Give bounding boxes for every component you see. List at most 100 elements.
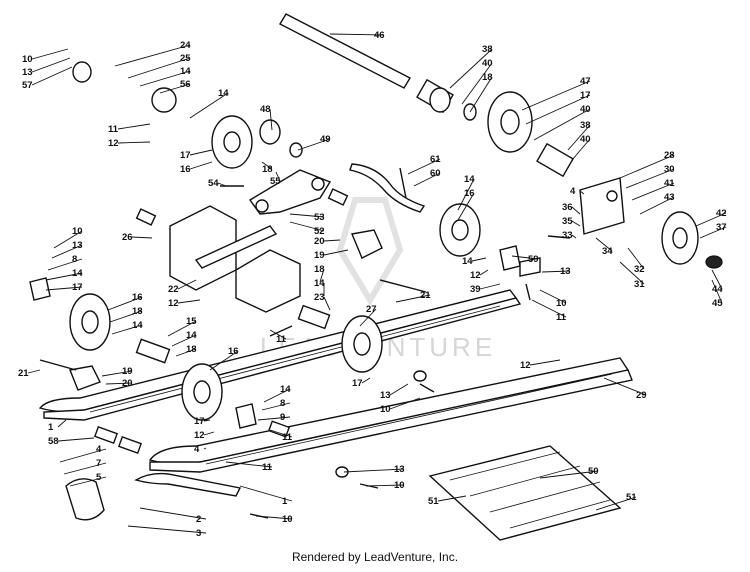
leader-line bbox=[595, 237, 613, 252]
leader-line bbox=[323, 249, 349, 256]
leader-line bbox=[111, 324, 143, 335]
part-callout-c-23: 23 bbox=[314, 292, 325, 303]
part-callout-c-20a: 20 bbox=[314, 236, 325, 247]
part-callout-c-14f: 14 bbox=[132, 320, 143, 331]
leader-line bbox=[263, 388, 291, 403]
part-callout-c-11a: 11 bbox=[108, 124, 119, 135]
part-callout-c-58: 58 bbox=[48, 436, 59, 447]
leader-line bbox=[627, 247, 645, 270]
leader-line bbox=[711, 269, 723, 290]
leader-line bbox=[189, 149, 213, 156]
part-callout-c-22: 22 bbox=[168, 284, 179, 295]
leader-line bbox=[101, 370, 133, 377]
leader-line bbox=[471, 257, 487, 262]
leader-line bbox=[189, 161, 213, 170]
part-callout-c-18e: 18 bbox=[186, 344, 197, 355]
leader-line bbox=[127, 57, 191, 79]
leader-line bbox=[531, 299, 567, 318]
part-callout-c-31: 31 bbox=[634, 279, 645, 290]
leader-line bbox=[539, 289, 567, 304]
part-callout-c-56: 56 bbox=[180, 79, 191, 90]
part-callout-c-14g: 14 bbox=[186, 330, 197, 341]
part-callout-c-40b: 40 bbox=[580, 104, 591, 115]
part-callout-c-18a: 18 bbox=[262, 164, 273, 175]
part-callout-c-18b: 18 bbox=[482, 72, 493, 83]
part-callout-c-14h: 14 bbox=[280, 384, 291, 395]
part-callout-c-10d: 10 bbox=[556, 298, 567, 309]
leader-line bbox=[225, 461, 273, 468]
part-callout-c-5: 5 bbox=[96, 472, 102, 483]
leader-line bbox=[175, 348, 197, 357]
leader-line bbox=[275, 171, 281, 182]
leader-line bbox=[521, 80, 591, 111]
leader-line bbox=[619, 154, 675, 179]
part-callout-c-41: 41 bbox=[664, 178, 675, 189]
part-callout-c-18c: 18 bbox=[314, 264, 325, 275]
leader-line bbox=[389, 383, 409, 396]
leader-line bbox=[595, 496, 637, 511]
leader-line bbox=[469, 76, 493, 113]
part-callout-c-44: 44 bbox=[712, 284, 723, 295]
part-callout-c-14i: 14 bbox=[462, 256, 473, 267]
part-callout-c-21b: 21 bbox=[18, 368, 29, 379]
leader-line bbox=[69, 476, 107, 487]
part-callout-c-32: 32 bbox=[634, 264, 645, 275]
leader-line bbox=[131, 236, 153, 239]
part-callout-c-12a: 12 bbox=[108, 138, 119, 149]
part-callout-c-19b: 19 bbox=[122, 366, 133, 377]
leader-line bbox=[625, 168, 675, 189]
part-callout-c-40c: 40 bbox=[580, 134, 591, 145]
leader-line bbox=[603, 377, 647, 396]
leader-line bbox=[319, 268, 325, 283]
leader-line bbox=[571, 138, 591, 161]
part-callout-c-3: 3 bbox=[196, 528, 201, 539]
part-callout-c-14a: 14 bbox=[180, 66, 191, 77]
part-callout-c-11d: 11 bbox=[556, 312, 567, 323]
part-callout-c-13e: 13 bbox=[394, 464, 405, 475]
leader-line bbox=[269, 108, 273, 131]
part-callout-c-29: 29 bbox=[636, 390, 647, 401]
part-callout-c-17c: 17 bbox=[72, 282, 83, 293]
leader-line bbox=[323, 296, 331, 311]
leader-line bbox=[63, 462, 107, 475]
leader-line bbox=[117, 123, 151, 130]
leader-line bbox=[343, 468, 405, 473]
rear-arm bbox=[169, 205, 301, 313]
leader-line bbox=[579, 190, 585, 195]
leader-line bbox=[105, 382, 133, 385]
leader-line bbox=[109, 310, 143, 323]
part-callout-c-2: 2 bbox=[196, 514, 201, 525]
part-callout-c-11b: 11 bbox=[276, 334, 287, 345]
part-callout-c-14e: 14 bbox=[72, 268, 83, 279]
leader-line bbox=[639, 196, 675, 215]
part-callout-c-9: 9 bbox=[280, 412, 285, 423]
part-callout-c-34: 34 bbox=[602, 246, 613, 257]
part-callout-c-18d: 18 bbox=[132, 306, 143, 317]
part-callout-c-51b: 51 bbox=[626, 492, 637, 503]
part-callout-c-50: 50 bbox=[588, 466, 599, 477]
leader-line bbox=[139, 70, 191, 87]
part-callout-c-47: 47 bbox=[580, 76, 591, 87]
part-callout-c-21a: 21 bbox=[420, 290, 431, 301]
leader-line bbox=[57, 419, 67, 428]
leader-line bbox=[407, 158, 441, 175]
leader-line bbox=[239, 485, 293, 502]
part-callout-c-13b: 13 bbox=[72, 240, 83, 251]
part-callout-c-33: 33 bbox=[562, 230, 573, 241]
part-callout-c-28: 28 bbox=[664, 150, 675, 161]
part-callout-c-14c: 14 bbox=[464, 174, 475, 185]
part-callout-c-19a: 19 bbox=[314, 250, 325, 261]
leader-line bbox=[461, 62, 493, 105]
part-callout-c-42: 42 bbox=[716, 208, 727, 219]
leader-line bbox=[571, 206, 581, 215]
leader-line bbox=[261, 161, 273, 170]
part-callout-c-11e: 11 bbox=[262, 462, 273, 473]
leader-line bbox=[53, 230, 83, 249]
leader-line bbox=[437, 495, 467, 502]
part-callout-c-55: 55 bbox=[270, 176, 281, 187]
leader-line bbox=[257, 416, 291, 421]
rail-tips bbox=[134, 472, 242, 497]
part-callout-c-13c: 13 bbox=[380, 390, 391, 401]
part-callout-c-38b: 38 bbox=[580, 120, 591, 131]
leader-line bbox=[567, 124, 591, 151]
